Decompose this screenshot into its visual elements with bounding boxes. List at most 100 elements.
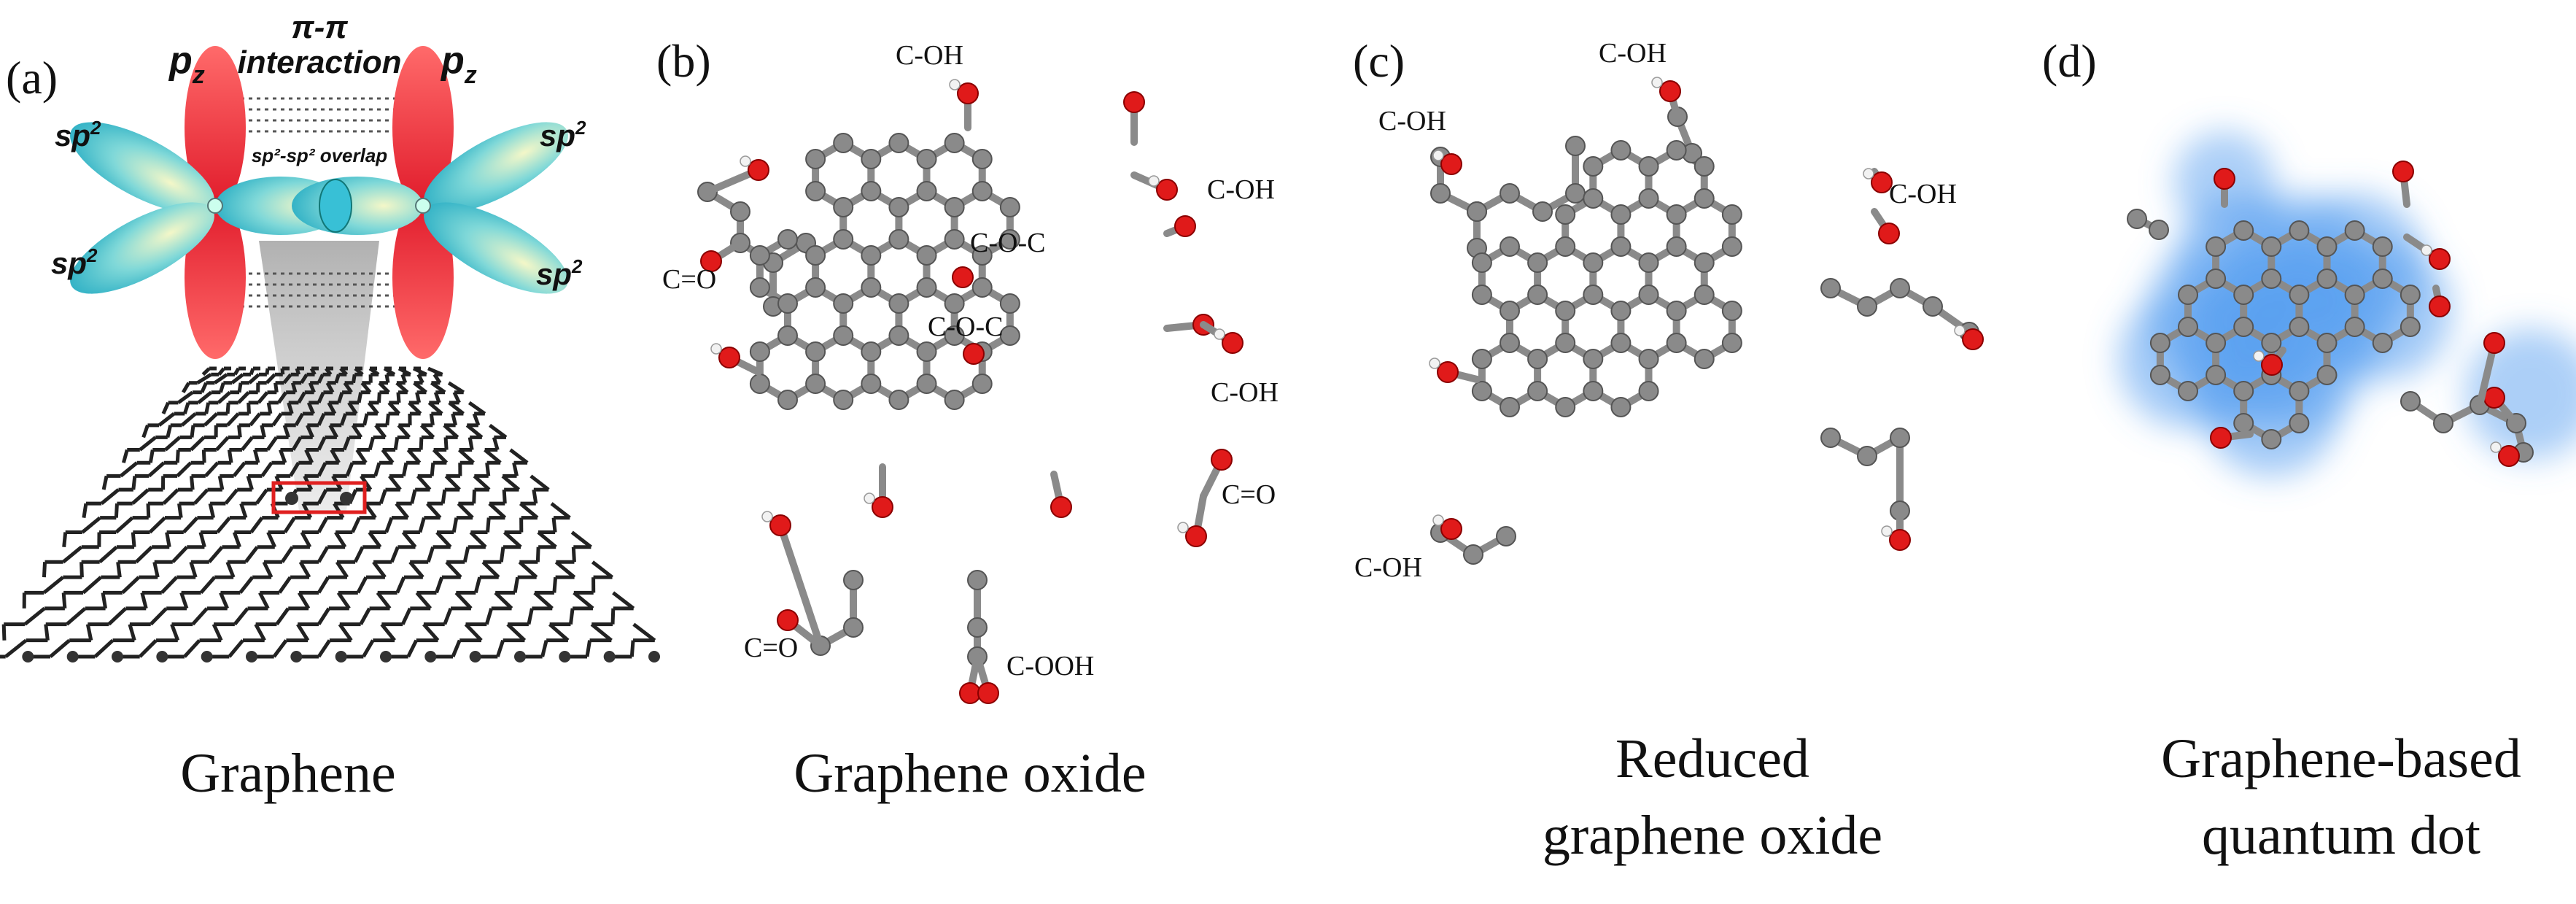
lattice-bond [519,502,539,519]
lattice-bond [336,591,351,610]
carbon-atom [2149,220,2169,240]
lattice-bond [325,382,335,393]
panel-label-b: (b) [656,35,711,87]
carbon-atom [971,181,993,201]
oxygen-atom [2498,445,2520,467]
overlap-lobe [319,179,352,233]
lattice-bond [225,561,236,579]
panel-b: (b) C-OH C-OH C-O-C C-O-C C=O C-OH C=O C… [656,35,1279,804]
lattice-bond [354,367,364,376]
oxygen-atom [1962,328,1984,350]
carbon-atom [2233,285,2254,305]
lattice-bond [419,437,424,450]
lattice-bond [176,390,194,404]
lattice-bond [190,436,206,452]
panel-label-d: (d) [2042,35,2097,87]
lattice-bond [472,489,476,504]
oxygen-atom [957,82,979,104]
lattice-bond [203,412,219,427]
lattice-bond [62,532,68,547]
lattice-bond [249,368,255,376]
carbon-atom [944,325,965,346]
lattice-bond [287,402,294,414]
lattice-bond [387,401,401,415]
lattice-bond [249,517,264,534]
carbon-atom [1638,252,1659,273]
carbon-atom [1721,236,1742,257]
carbon-atom [1500,236,1520,257]
carbon-atom [833,229,854,250]
lattice-bond [359,607,371,625]
lattice-bond [162,488,179,505]
go-label-coh-mid: C-OH [1211,377,1279,408]
lattice-bond [82,576,102,595]
lattice-bond [590,622,613,642]
go-label-co-left: C=O [662,264,716,295]
lattice-bond [114,503,119,518]
carbon-atom [1463,544,1483,565]
lattice-bond [415,591,432,610]
lattice-bond [374,424,387,439]
lattice-bond [44,624,50,641]
lattice-bond [298,561,311,579]
lattice-atom [514,651,526,662]
lattice-bond [360,382,372,394]
lattice-bond [457,502,474,519]
lattice-bond [240,436,254,452]
sp2-orbital-ur [424,122,568,214]
carbon-atom [2289,413,2310,433]
carbon-atom [2178,317,2198,337]
lattice-bond [171,546,189,564]
oxygen-atom [1211,449,1233,471]
lattice-bond [230,373,244,385]
lattice-bond [208,503,216,519]
lattice-atom [156,651,168,662]
rgo-label-coh-top: C-OH [1599,38,1667,69]
lattice-bond [353,546,365,563]
hydrogen-atom [1177,522,1189,533]
lattice-bond [328,424,339,439]
lattice-bond [265,373,276,385]
right-orbital-set [292,46,568,359]
lattice-bond [468,401,486,416]
oxygen-atom [1222,332,1244,354]
carbon-atom [1890,428,1910,448]
carbon-atom [1430,183,1451,204]
lattice-bond [134,545,153,564]
carbon-atom [2289,381,2310,401]
carbon-atom [944,293,965,314]
carbon-atom [967,570,988,590]
carbon-atom [861,245,882,266]
lattice-bond [317,639,331,658]
carbon-atom [888,133,909,153]
lattice-bond [295,368,301,376]
lattice-bond [101,592,108,609]
lattice-bond [273,382,279,393]
lattice-bond [362,639,375,658]
carbon-atom [2433,413,2453,433]
lattice-bond [373,462,381,477]
go-label-coc-lower: C-O-C [928,312,1003,342]
carbon-atom [971,149,993,169]
carbon-atom [1527,349,1548,369]
carbon-atom [1610,301,1632,321]
lattice-bond [377,392,381,403]
carbon-atom [1638,188,1659,209]
carbon-atom [1583,285,1604,305]
lattice-bond [502,489,507,504]
lattice-atom [335,651,347,662]
projection-beam [259,241,379,511]
carbon-atom [1610,397,1632,417]
carbon-atom [1610,236,1632,257]
panel-title-d-line2: quantum dot [2202,805,2480,866]
hydrogen-atom [1429,358,1440,369]
oxygen-atom [1659,80,1681,102]
lattice-bond [317,436,327,451]
carbon-atom [971,374,993,394]
carbon-atom [1583,381,1604,401]
carbon-atom [999,229,1020,250]
lattice-bond [465,423,484,439]
carbon-atom [1471,381,1492,401]
lattice-bond [306,424,314,439]
lattice-bond [395,576,406,594]
